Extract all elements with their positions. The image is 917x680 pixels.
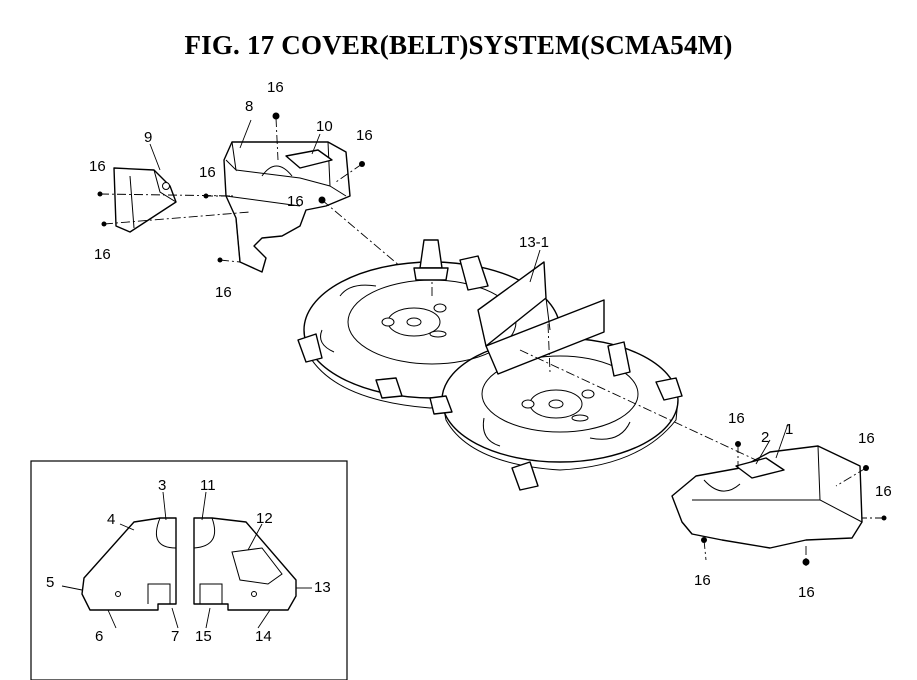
callout-6: 6 xyxy=(95,628,103,645)
callout-3: 3 xyxy=(158,477,166,494)
callout-16: 16 xyxy=(287,193,304,210)
callout-leaders xyxy=(61,119,789,629)
belt-cover-left-8 xyxy=(223,141,351,273)
callout-1: 1 xyxy=(785,421,793,438)
mower-deck xyxy=(297,239,683,491)
callout-16: 16 xyxy=(858,430,875,447)
inset-box xyxy=(30,460,348,680)
callout-13: 13 xyxy=(314,579,331,596)
fastener-dots xyxy=(97,112,887,566)
inset-cover-left xyxy=(81,517,177,611)
callout-labels: 8 9 10 13-1 1 2 16 16 16 16 16 16 16 16 … xyxy=(46,79,892,645)
label-plate-2 xyxy=(735,457,785,479)
inset-cover-right xyxy=(193,517,297,611)
callout-16: 16 xyxy=(728,410,745,427)
callout-8: 8 xyxy=(245,98,253,115)
callout-7: 7 xyxy=(171,628,179,645)
callout-16: 16 xyxy=(798,584,815,601)
callout-11: 11 xyxy=(200,477,216,494)
callout-15: 15 xyxy=(195,628,212,645)
callout-16: 16 xyxy=(199,164,216,181)
callout-16: 16 xyxy=(875,483,892,500)
callout-16: 16 xyxy=(356,127,373,144)
callout-9: 9 xyxy=(144,129,152,146)
callout-10: 10 xyxy=(316,118,333,135)
belt-cover-small-9 xyxy=(113,167,177,233)
callout-2: 2 xyxy=(761,429,769,446)
figure-title: FIG. 17 COVER(BELT)SYSTEM(SCMA54M) xyxy=(184,30,733,60)
callout-16: 16 xyxy=(215,284,232,301)
assembly-leaders-center xyxy=(431,280,757,461)
callout-14: 14 xyxy=(255,628,272,645)
callout-4: 4 xyxy=(107,511,115,528)
callout-16: 16 xyxy=(94,246,111,263)
callout-16: 16 xyxy=(267,79,284,96)
callout-12: 12 xyxy=(256,510,273,527)
callout-13-1: 13-1 xyxy=(519,234,549,251)
assembly-leaders-right xyxy=(703,444,884,566)
label-plate-10 xyxy=(285,149,333,169)
callout-16: 16 xyxy=(694,572,711,589)
callout-5: 5 xyxy=(46,574,54,591)
callout-16: 16 xyxy=(89,158,106,175)
